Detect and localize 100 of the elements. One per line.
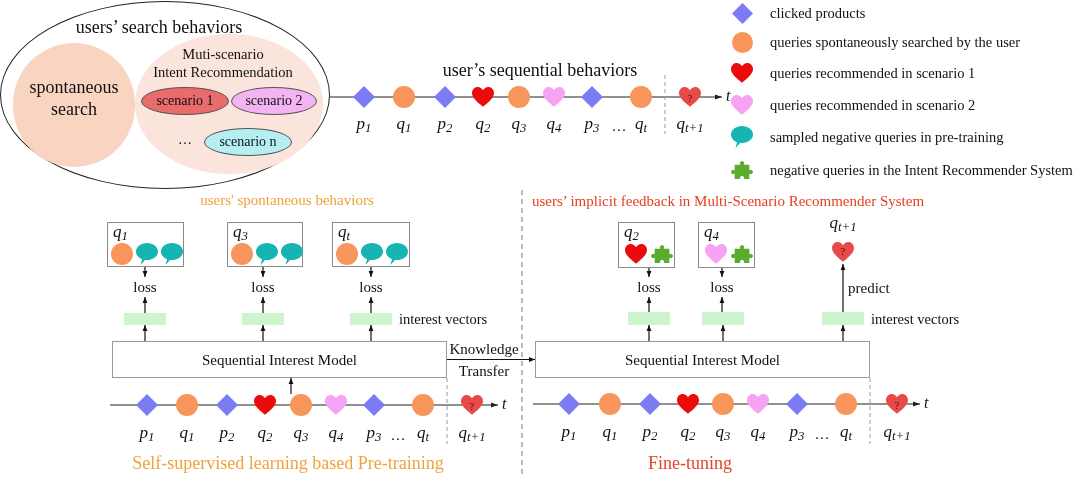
arrow: [719, 267, 725, 278]
query-label: q$_{t+1}$: [829, 212, 857, 234]
interest-vector-bar: [822, 312, 864, 325]
arrow: [260, 296, 266, 314]
ellipsis-label: …: [178, 132, 192, 148]
loss-label: loss: [356, 277, 386, 297]
sequence-label: p$_{1}$: [561, 421, 577, 444]
arrow: [646, 296, 652, 313]
sequence-label: p$_{2}$: [437, 113, 453, 136]
scenario-ellipse: scenario n: [204, 128, 292, 156]
arrow: [840, 324, 846, 342]
interest-vector-bar: [702, 312, 744, 325]
arrow: [142, 266, 148, 278]
section-subtitle: users’ implicit feedback in Multi-Scenario Recommender System: [531, 192, 925, 211]
section-caption: Fine-tuning: [648, 452, 732, 475]
ellipsis-label: …: [390, 426, 406, 444]
section-caption: Self-supervised learning based Pre-training: [132, 452, 444, 475]
sequence-label: p$_{1}$: [356, 113, 372, 136]
interest-vector-bar: [124, 313, 166, 325]
arrow: [719, 296, 725, 313]
query-label: q$_{2}$: [624, 221, 639, 243]
legend-text: sampled negative queries in pre-training: [770, 128, 1004, 146]
query-label: q$_{t}$: [338, 221, 351, 243]
loss-label: loss: [248, 277, 278, 297]
arrow: [368, 296, 374, 314]
edge-label: Knowledge Transfer: [448, 339, 520, 381]
arrow: [840, 263, 846, 313]
edge-label: predict: [848, 279, 890, 298]
section-subtitle: users' spontaneous behaviors: [200, 191, 374, 210]
arrow: [142, 296, 148, 314]
legend-text: queries recommended in scenario 2: [770, 96, 976, 114]
question-mark: ?: [840, 244, 846, 258]
sequence-label: q$_{4}$: [328, 422, 344, 445]
sequence-label: q$_{2}$: [475, 113, 491, 136]
arrow: [260, 266, 266, 278]
arrow: [368, 266, 374, 278]
question-mark: ?: [469, 399, 475, 413]
arrow: [260, 324, 266, 342]
ellipse-heading: Muti-scenario Intent Recommendation: [152, 45, 294, 81]
sequence-label: q$_{1}$: [179, 422, 195, 445]
arrow: [646, 267, 652, 278]
legend-text: negative queries in the Intent Recommender System: [770, 161, 1073, 179]
ellipsis-label: …: [611, 117, 627, 135]
scenario-ellipse: scenario 1: [141, 87, 229, 115]
model-box: Sequential Interest Model: [112, 341, 447, 378]
sequence-label: q$_{t}$: [635, 113, 647, 136]
question-mark: ?: [894, 398, 900, 412]
query-box: [618, 222, 675, 268]
sequence-label: q$_{2}$: [680, 421, 696, 444]
sequence-label: q$_{4}$: [546, 113, 562, 136]
sequence-label: q$_{3}$: [511, 113, 527, 136]
query-label: q$_{3}$: [233, 221, 248, 243]
query-label: q$_{4}$: [704, 221, 719, 243]
scenario-ellipse: scenario 2: [231, 87, 317, 115]
sequence-label: p$_{3}$: [584, 113, 600, 136]
arrow: [446, 357, 536, 362]
query-label: q$_{1}$: [113, 221, 128, 243]
interest-vector-bar: [628, 312, 670, 325]
sequence-label: q$_{1}$: [602, 421, 618, 444]
sequence-label: q$_{1}$: [396, 113, 412, 136]
question-mark: ?: [687, 91, 693, 105]
sequence-label: q$_{3}$: [715, 421, 731, 444]
sequence-label: p$_{2}$: [642, 421, 658, 444]
sequence-label: q$_{t}$: [840, 421, 852, 444]
arrow: [142, 324, 148, 342]
ellipsis-label: …: [814, 425, 830, 443]
loss-label: loss: [634, 277, 664, 297]
annotation-text: interest vectors: [399, 310, 488, 328]
sequence-label: q$_{t+1}$: [458, 422, 486, 445]
legend-text: queries spontaneously searched by the user: [770, 33, 1021, 51]
sequence-label: p$_{3}$: [366, 422, 382, 445]
sequence-label: p$_{2}$: [219, 422, 235, 445]
loss-label: loss: [130, 277, 160, 297]
axis-label: t: [726, 86, 731, 106]
sequence-label: q$_{t+1}$: [676, 113, 704, 136]
ellipse-title: users’ search behaviors: [75, 16, 243, 38]
query-box: [698, 222, 755, 268]
axis-label: t: [502, 394, 507, 414]
sequence-label: q$_{t+1}$: [883, 421, 911, 444]
interest-vector-bar: [350, 313, 392, 325]
sequence-label: q$_{4}$: [750, 421, 766, 444]
axis-label: t: [924, 393, 929, 413]
legend-text: clicked products: [770, 4, 866, 22]
loss-label: loss: [707, 277, 737, 297]
query-box: [332, 222, 410, 267]
query-box: [107, 222, 184, 267]
timeline-title: user’s sequential behaviors: [442, 59, 638, 81]
arrow: [720, 324, 726, 342]
legend-text: queries recommended in scenario 1: [770, 64, 976, 82]
model-box: Sequential Interest Model: [535, 341, 870, 378]
arrow: [288, 377, 294, 395]
sequence-label: p$_{1}$: [139, 422, 155, 445]
sequence-label: p$_{3}$: [789, 421, 805, 444]
arrow: [368, 324, 374, 342]
interest-vector-bar: [242, 313, 284, 325]
sequence-label: q$_{t}$: [417, 422, 429, 445]
arrow: [646, 324, 652, 342]
sequence-label: q$_{2}$: [257, 422, 273, 445]
query-box: [227, 222, 303, 267]
sequence-label: q$_{3}$: [293, 422, 309, 445]
